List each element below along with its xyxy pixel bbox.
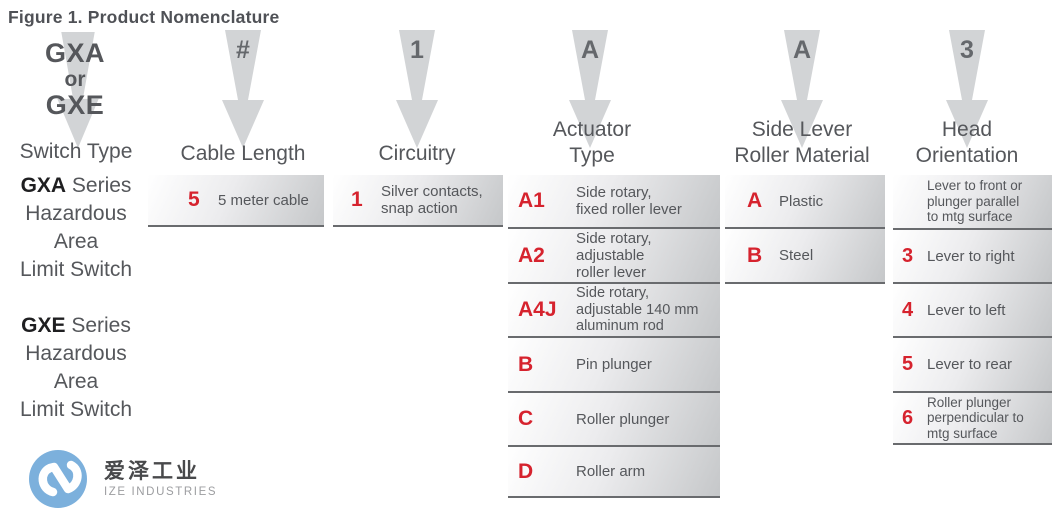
switch-type-code: GXA or GXE [0, 39, 150, 120]
series-desc-lines: Hazardous Area Limit Switch [19, 342, 133, 421]
side-lever-roller-material-table: A Plastic B Steel [725, 175, 885, 284]
switch-type-code-gxe: GXE [45, 90, 105, 120]
logo-text: 爱泽工业 IZE INDUSTRIES [104, 460, 217, 498]
table-row-actuator-a2: A2 Side rotary, adjustable roller lever [508, 229, 720, 284]
row-description: Side rotary, adjustable roller lever [576, 230, 652, 281]
table-row-actuator-d: D Roller arm [508, 447, 720, 498]
code-badge: B [747, 243, 763, 267]
row-description: Lever to rear [927, 356, 1013, 373]
head-orientation-table: Lever to front or plunger parallel to mt… [893, 175, 1052, 445]
column-label-cable-length: Cable Length [180, 142, 306, 165]
table-row-head-5: 5 Lever to rear [893, 338, 1052, 393]
code-badge: 1 [351, 188, 363, 211]
actuator-type-table: A1 Side rotary, fixed roller lever A2 Si… [508, 175, 720, 498]
down-arrow-icon [396, 30, 438, 148]
table-row-actuator-b: B Pin plunger [508, 338, 720, 393]
actuator-code-symbol: A [580, 36, 600, 64]
code-badge: A [747, 189, 763, 212]
gxa-series-description: GXA Series Hazardous Area Limit Switch [0, 172, 152, 284]
series-name-line: GXA Series [20, 174, 132, 197]
row-description: Pin plunger [576, 356, 652, 373]
row-description: Lever to right [927, 247, 1015, 265]
code-badge: A1 [518, 189, 545, 212]
down-arrow-icon [781, 30, 823, 148]
table-row-actuator-a4j: A4J Side rotary, adjustable 140 mm alumi… [508, 284, 720, 338]
down-arrow-icon [946, 30, 988, 148]
column-label-actuator-type: Actuator Type [552, 118, 632, 167]
code-badge: 5 [902, 353, 914, 375]
column-label-side-lever-roller-material: Side Lever Roller Material [734, 118, 870, 167]
row-description: Side rotary, adjustable 140 mm aluminum … [576, 285, 699, 335]
circuitry-code-symbol: 1 [410, 36, 424, 64]
code-badge: A4J [518, 298, 557, 321]
circuitry-table: 1 Silver contacts, snap action [333, 175, 503, 227]
code-badge: C [518, 407, 534, 430]
column-label-head-orientation: Head Orientation [915, 118, 1019, 167]
ize-logo-icon [29, 450, 87, 508]
head-orientation-code-symbol: 3 [960, 36, 974, 64]
side-lever-code-symbol: A [792, 36, 812, 64]
table-row-material-a: A Plastic [725, 175, 885, 229]
switch-type-code-gxa: GXA [44, 38, 105, 68]
down-arrow-icon [569, 30, 611, 148]
row-description: Roller plunger [576, 410, 670, 428]
switch-type-code-or: or [64, 68, 86, 91]
table-row-actuator-c: C Roller plunger [508, 393, 720, 447]
series-name-line: GXE Series [21, 314, 131, 337]
code-badge: 3 [902, 244, 914, 267]
code-badge: A2 [518, 243, 545, 267]
row-description: 5 meter cable [218, 191, 309, 209]
code-badge: D [518, 459, 534, 483]
ize-industries-logo: 爱泽工业 IZE INDUSTRIES [28, 449, 217, 509]
column-label-circuitry: Circuitry [378, 142, 456, 165]
table-row-material-b: B Steel [725, 229, 885, 284]
row-description: Side rotary, fixed roller lever [576, 184, 682, 218]
row-description: Roller arm [576, 463, 646, 480]
row-description: Silver contacts, snap action [381, 183, 483, 217]
column-label-switch-type: Switch Type [19, 140, 133, 163]
row-description: Plastic [779, 192, 824, 210]
code-badge: B [518, 352, 534, 376]
code-badge: 5 [188, 188, 200, 211]
table-row-head-4: 4 Lever to left [893, 284, 1052, 338]
code-badge: 6 [902, 406, 914, 429]
table-row-head-6: 6 Roller plunger perpendicular to mtg su… [893, 393, 1052, 445]
cable-length-table: 5 5 meter cable [148, 175, 324, 227]
series-desc-lines: Hazardous Area Limit Switch [19, 202, 133, 281]
code-badge: 4 [902, 298, 914, 321]
row-description: Roller plunger perpendicular to mtg surf… [927, 394, 1024, 441]
table-row-circuitry-1: 1 Silver contacts, snap action [333, 175, 503, 227]
row-description: Lever to left [927, 301, 1006, 319]
table-row-cable-5: 5 5 meter cable [148, 175, 324, 227]
logo-english-name: IZE INDUSTRIES [104, 486, 218, 498]
figure-title: Figure 1. Product Nomenclature [8, 7, 280, 27]
table-row-actuator-a1: A1 Side rotary, fixed roller lever [508, 175, 720, 229]
table-row-head-default: Lever to front or plunger parallel to mt… [893, 175, 1052, 230]
cable-length-code-symbol: # [236, 36, 250, 64]
down-arrow-icon [222, 30, 264, 148]
logo-chinese-name: 爱泽工业 [104, 460, 200, 483]
row-description: Steel [779, 247, 814, 264]
row-description: Lever to front or plunger parallel to mt… [927, 178, 1023, 225]
gxe-series-description: GXE Series Hazardous Area Limit Switch [0, 312, 152, 424]
table-row-head-3: 3 Lever to right [893, 230, 1052, 284]
down-arrow-icon [57, 32, 99, 149]
